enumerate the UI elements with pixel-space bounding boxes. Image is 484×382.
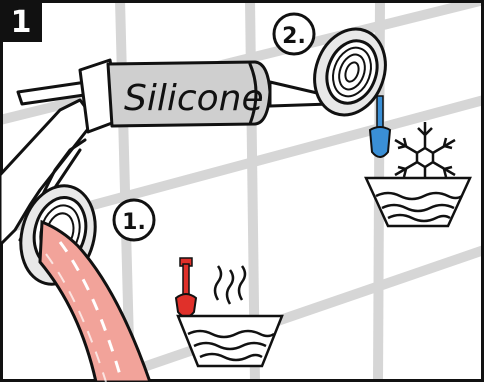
water-basin-icon — [176, 314, 284, 368]
callout-outlet-label: 2. — [282, 24, 306, 49]
water-basin-icon — [364, 176, 472, 228]
outlet-fitting — [313, 27, 387, 117]
cold-water-symbol — [364, 95, 472, 228]
tube-label: Silicone — [124, 78, 264, 119]
callout-inlet: 1. — [112, 198, 156, 242]
step-number: 1 — [11, 5, 32, 40]
silicone-gun — [0, 58, 332, 247]
hot-water-symbol — [174, 257, 284, 368]
callout-outlet: 2. — [272, 12, 316, 56]
inlet-hose — [38, 219, 152, 382]
callout-inlet-label: 1. — [122, 210, 146, 235]
steam-icon — [213, 265, 247, 305]
blue-thermometer-icon — [368, 95, 392, 158]
step-badge: 1 — [0, 0, 42, 42]
